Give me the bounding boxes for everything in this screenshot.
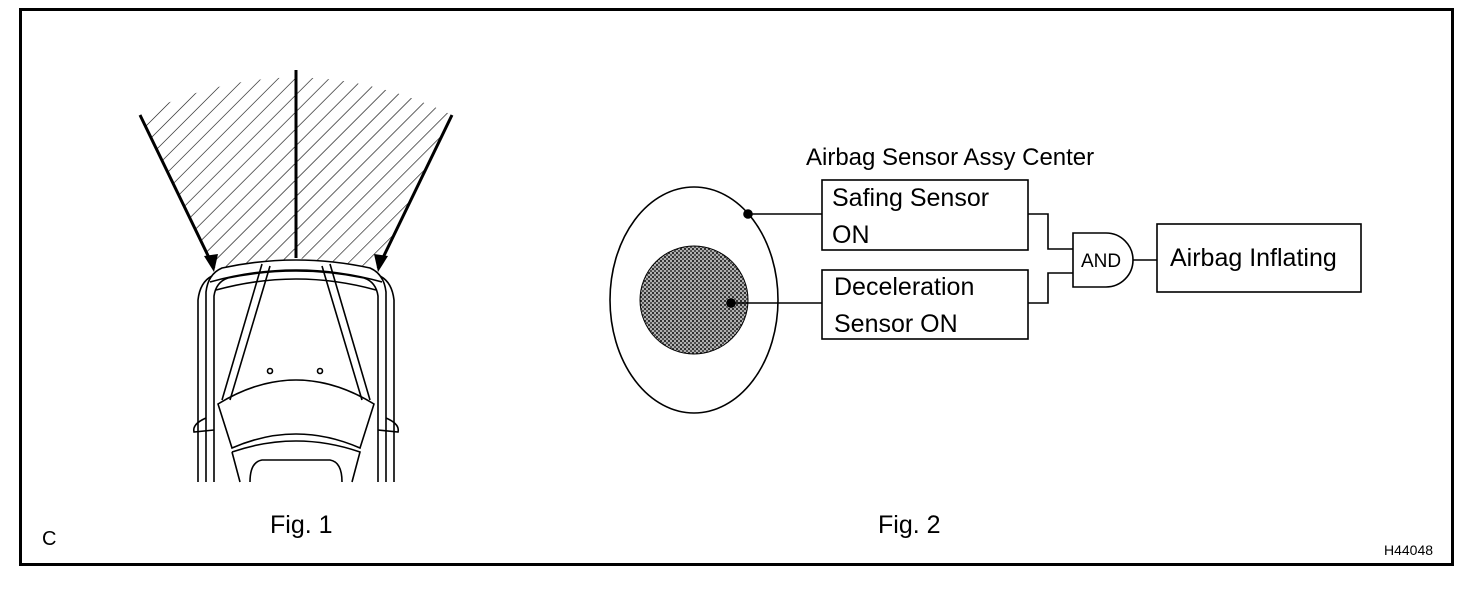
impact-zone-hatching: [140, 77, 452, 268]
and-gate: [1072, 232, 1134, 288]
figure-id: H44048: [1384, 542, 1434, 558]
corner-letter: C: [42, 528, 57, 550]
safing-sensor-box: [821, 179, 1029, 251]
car-impact-illustration: [138, 70, 454, 483]
fig2-caption: Fig. 2: [878, 511, 941, 539]
fig1-caption: Fig. 1: [270, 511, 333, 539]
airbag-inflating-box: [1156, 223, 1362, 293]
impact-arrowhead-left: [204, 254, 218, 272]
car-body: [192, 259, 400, 483]
deceleration-sensor-label-line2: Sensor ON: [834, 310, 958, 338]
deceleration-sensor-label-line1: Deceleration: [834, 273, 975, 301]
sensor-assy-outline: [609, 186, 779, 414]
and-gate-label: AND: [1081, 251, 1122, 272]
impact-arrowhead-right: [374, 254, 388, 272]
impact-arrow-left: [138, 114, 216, 269]
diagram-title: Airbag Sensor Assy Center: [806, 144, 1095, 171]
deceleration-sensor-box: [821, 269, 1029, 340]
safing-to-and-wire: [1028, 213, 1073, 250]
deceleration-sensor-disc: [639, 245, 749, 355]
impact-arrow-right: [376, 114, 454, 269]
figure-border: [19, 8, 1454, 566]
safing-sensor-label-line1: Safing Sensor: [832, 184, 990, 212]
decel-to-and-wire: [1028, 272, 1073, 304]
sensor-logic-diagram: [609, 179, 1362, 414]
safing-sensor-label-line2: ON: [832, 221, 870, 249]
airbag-inflating-label: Airbag Inflating: [1170, 244, 1337, 272]
